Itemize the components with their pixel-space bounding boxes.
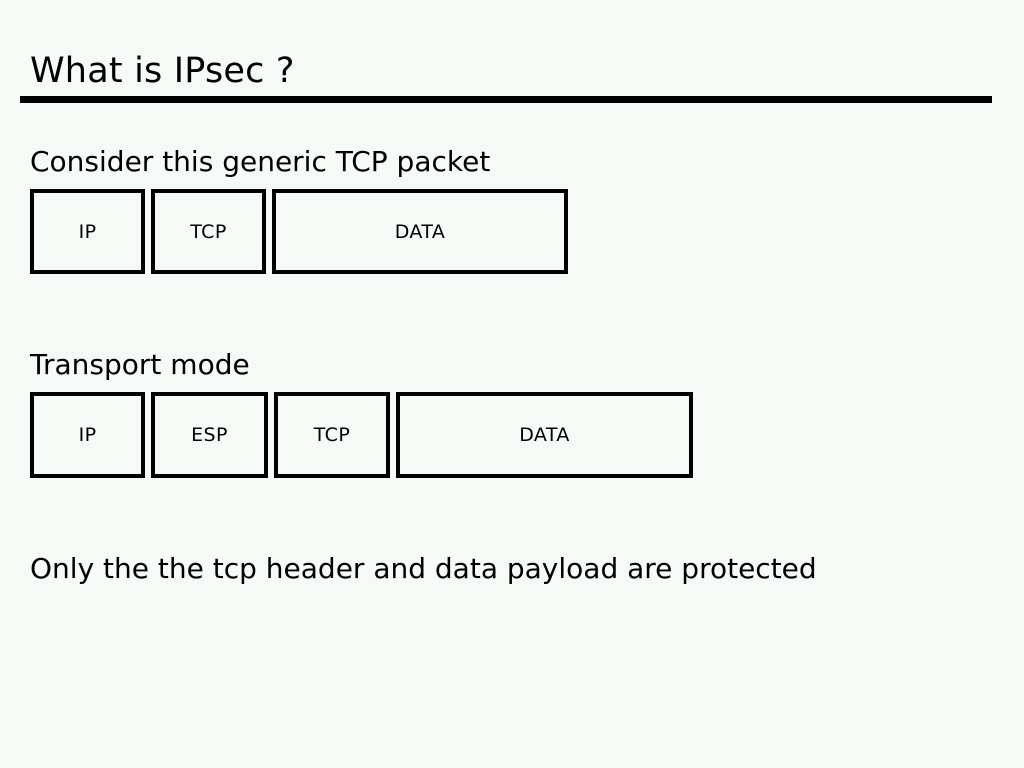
generic-packet-label: Consider this generic TCP packet — [30, 145, 491, 178]
packet-field-esp: ESP — [151, 392, 268, 478]
packet-field-ip: IP — [30, 189, 145, 274]
packet-field-label: ESP — [191, 424, 228, 446]
packet-field-ip: IP — [30, 392, 145, 478]
packet-field-label: IP — [78, 220, 97, 243]
packet-field-tcp: TCP — [151, 189, 266, 274]
transport-mode-label: Transport mode — [30, 348, 250, 381]
protection-note: Only the the tcp header and data payload… — [30, 552, 817, 585]
packet-field-label: DATA — [394, 220, 446, 243]
packet-field-data: DATA — [272, 189, 568, 274]
page-title: What is IPsec ? — [30, 51, 295, 91]
packet-field-label: DATA — [519, 424, 570, 446]
packet-field-label: TCP — [313, 424, 351, 446]
title-divider — [20, 96, 992, 103]
packet-field-label: IP — [78, 424, 97, 446]
packet-field-data: DATA — [396, 392, 693, 478]
packet-field-label: TCP — [190, 220, 227, 243]
packet-field-tcp: TCP — [274, 392, 390, 478]
generic-packet-diagram: IP TCP DATA — [30, 189, 568, 274]
transport-mode-packet-diagram: IP ESP TCP DATA — [30, 392, 693, 478]
